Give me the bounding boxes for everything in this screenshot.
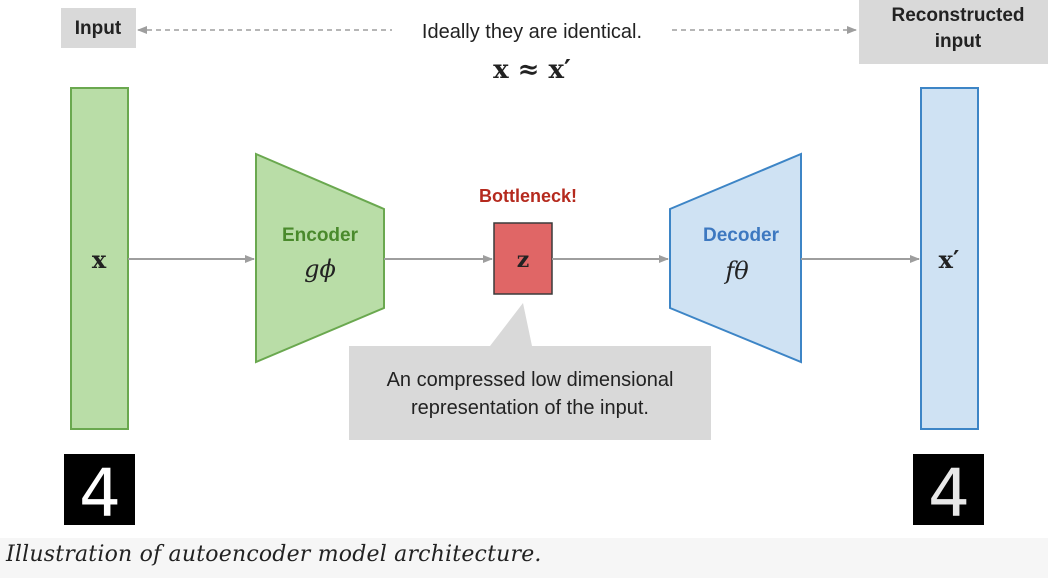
input-vector-symbol: x: [92, 245, 107, 274]
reconstructed-label-line1: Reconstructed: [891, 5, 1024, 26]
encoder-title: Encoder: [282, 225, 359, 246]
output-digit-glyph: 4: [928, 455, 970, 532]
callout-line1: An compressed low dimensional: [387, 369, 674, 391]
decoder-block: [669, 152, 802, 364]
decoder-title: Decoder: [703, 225, 780, 246]
encoder-function: gϕ: [304, 255, 336, 283]
input-digit-glyph: 4: [79, 455, 121, 532]
reconstructed-label-line2: input: [935, 31, 982, 52]
output-vector-bar: [920, 87, 979, 430]
output-vector-symbol: x′: [939, 245, 960, 274]
ideal-text: Ideally they are identical.: [422, 21, 642, 43]
output-digit-image: 4: [913, 454, 984, 532]
reconstructed-label-box: [859, 0, 1048, 64]
autoencoder-diagram: Input Reconstructed input Ideally they a…: [61, 0, 1048, 532]
input-digit-image: 4: [64, 454, 135, 532]
figure-caption: Illustration of autoencoder model archit…: [6, 542, 542, 567]
figure-caption-bar: Illustration of autoencoder model archit…: [0, 538, 1048, 578]
latent-callout: [349, 303, 711, 440]
encoder-block: [255, 152, 385, 364]
input-label: Input: [75, 18, 122, 39]
input-label-box: [61, 8, 136, 48]
latent-code-symbol: z: [517, 247, 530, 273]
bottleneck-title: Bottleneck!: [479, 186, 577, 206]
callout-line2: representation of the input.: [411, 397, 649, 419]
diagram-svg: Input Reconstructed input Ideally they a…: [61, 0, 1048, 532]
ideal-math: x ≈ x′: [493, 55, 571, 85]
latent-code-box: [493, 222, 553, 295]
decoder-function: fθ: [723, 257, 749, 285]
